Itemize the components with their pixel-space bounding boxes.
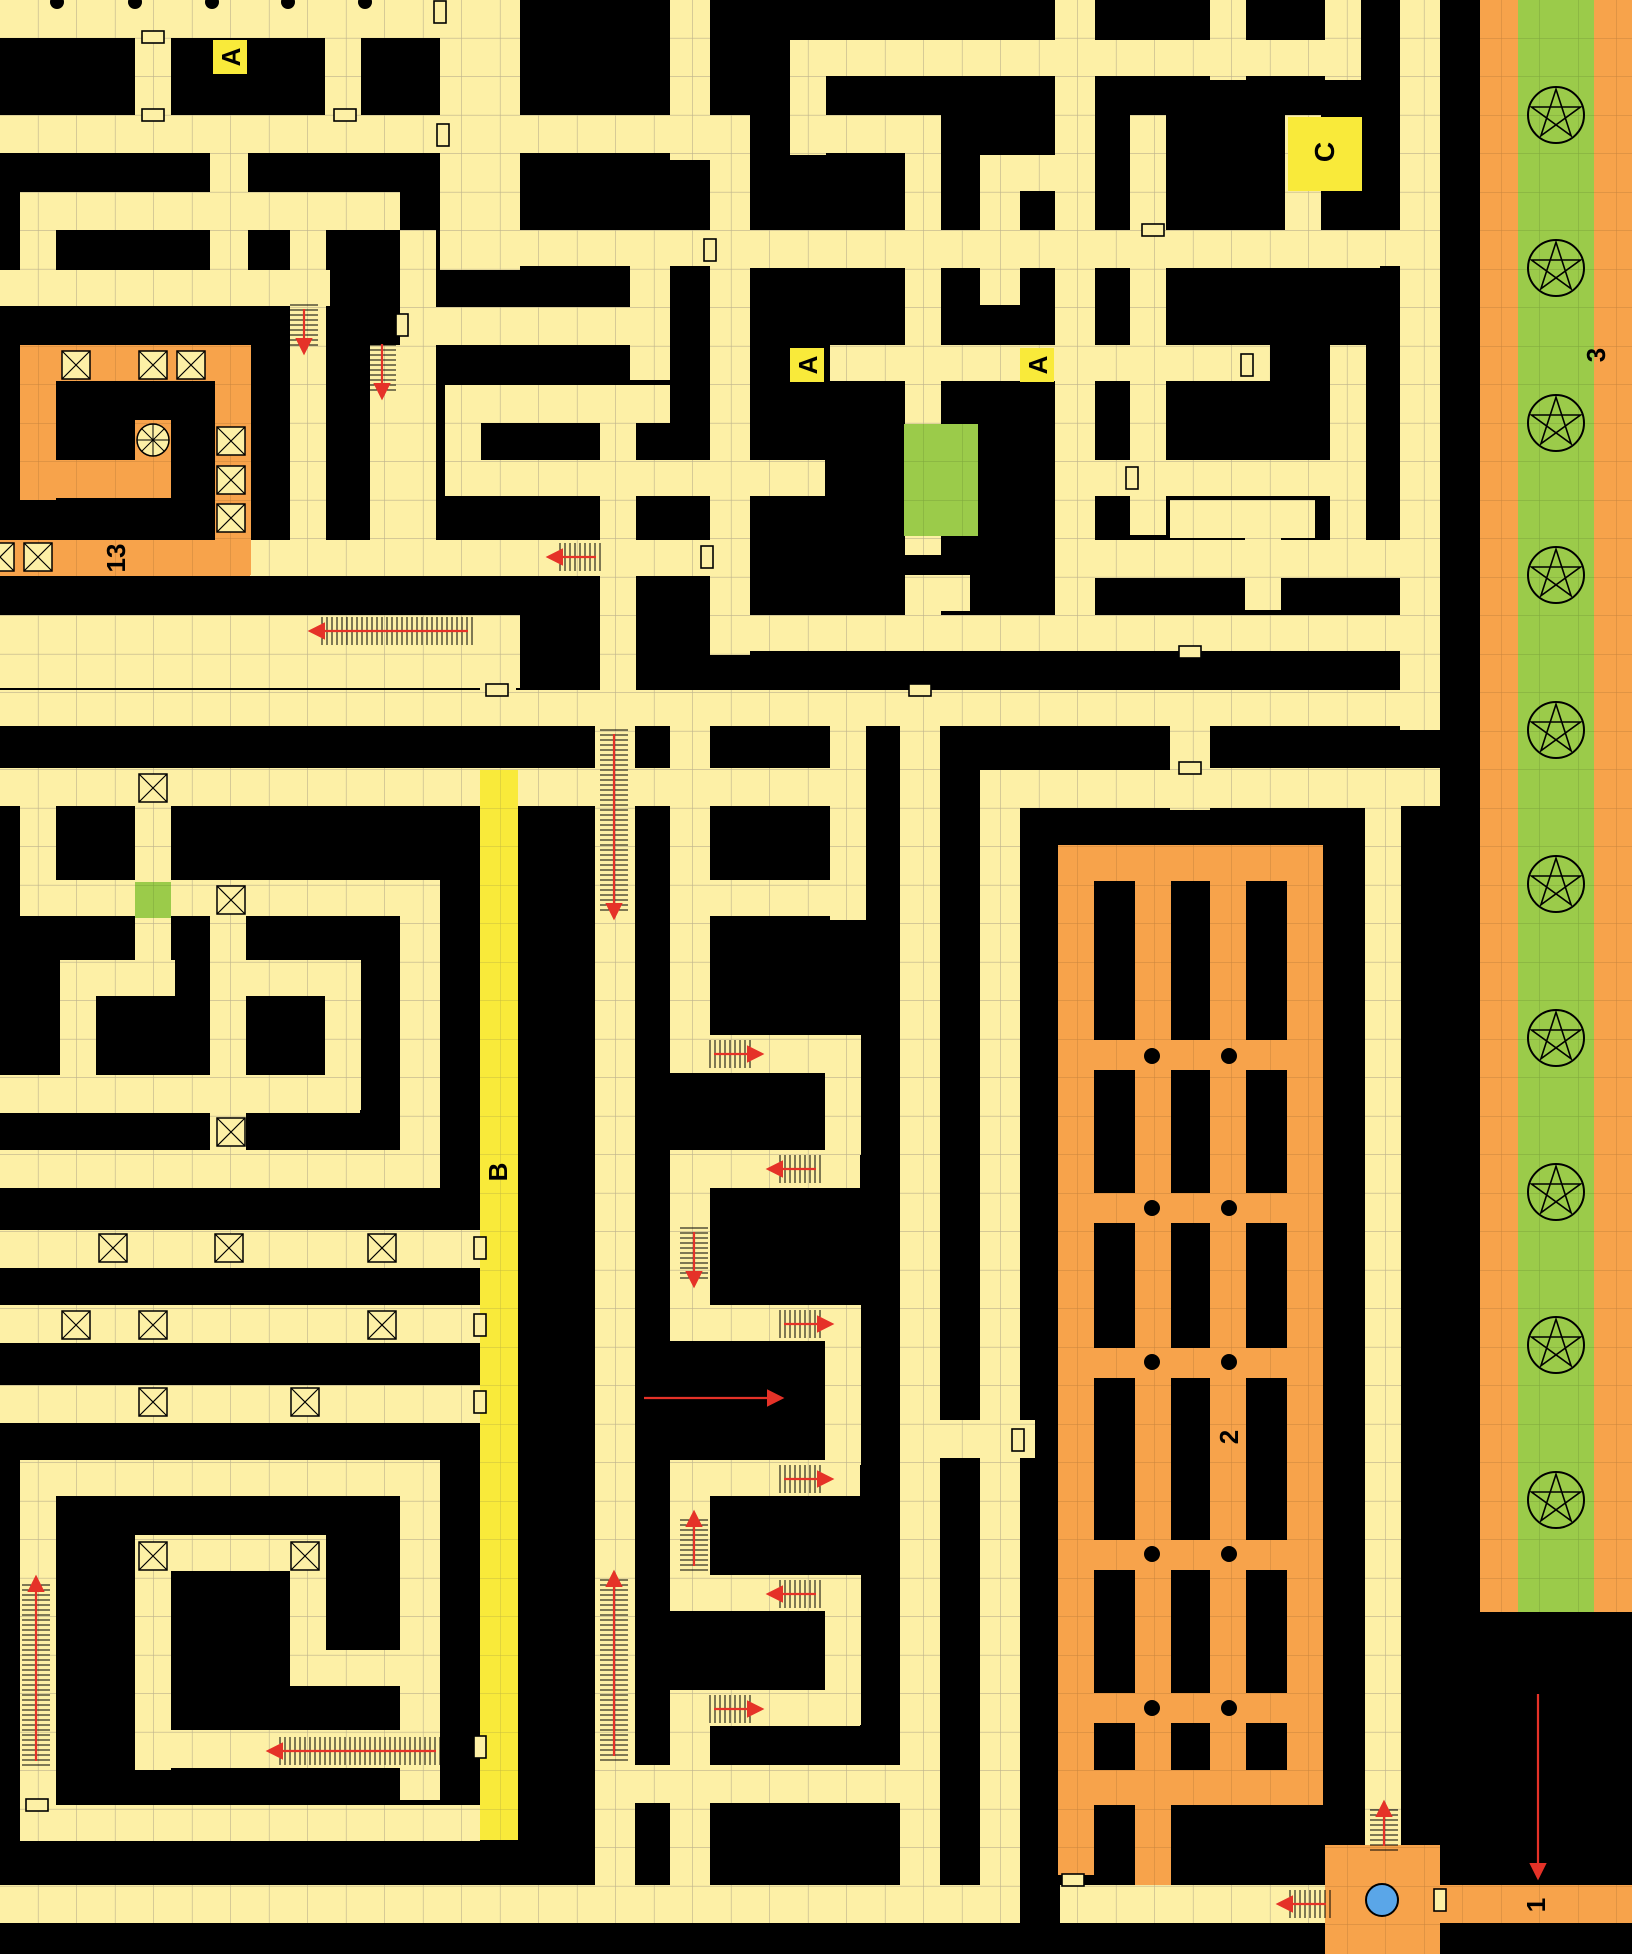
door-icon (486, 684, 508, 696)
marker-c: C (1288, 117, 1362, 191)
door-icon (909, 684, 931, 696)
crate-icon (99, 1234, 127, 1262)
door-icon (1062, 1874, 1084, 1886)
door-icon (396, 314, 408, 336)
door-icon (1142, 224, 1164, 236)
yellow-strip-b: B (480, 770, 518, 1840)
crate-icon (217, 886, 245, 914)
crate-icon (215, 1234, 243, 1262)
crate-icon (139, 1542, 167, 1570)
door-icon (1012, 1429, 1024, 1451)
crate-icon (291, 1542, 319, 1570)
marker-a-2: A (790, 348, 824, 382)
crate-icon (368, 1234, 396, 1262)
spiral-pit-icon (137, 424, 169, 456)
crate-icon (177, 351, 205, 379)
crate-icon (0, 543, 14, 571)
start-marker-icon (1366, 1884, 1398, 1916)
marker-a-3: A (1020, 348, 1054, 382)
crate-icon (62, 351, 90, 379)
room-2-label: 2 (1214, 1430, 1244, 1444)
crate-icon (217, 427, 245, 455)
crate-icon (139, 1388, 167, 1416)
room-13-label: 13 (101, 544, 131, 573)
door-icon (26, 1799, 48, 1811)
crate-icon (291, 1388, 319, 1416)
marker-c-label: C (1309, 142, 1340, 162)
door-icon (701, 546, 713, 568)
door-icon (1241, 354, 1253, 376)
crate-icon (368, 1311, 396, 1339)
crate-icon (24, 543, 52, 571)
door-icon (334, 109, 356, 121)
door-icon (474, 1391, 486, 1413)
door-icon (1179, 646, 1201, 658)
crate-icon (217, 466, 245, 494)
marker-a-2-label: A (793, 355, 823, 374)
door-icon (142, 109, 164, 121)
marker-b-label: B (483, 1163, 513, 1182)
room-2 (1058, 845, 1323, 1885)
door-icon (437, 124, 449, 146)
marker-a-3-label: A (1023, 355, 1053, 374)
door-icon (434, 1, 446, 23)
door-icon (474, 1736, 486, 1758)
room-13: 13 (0, 345, 251, 576)
door-icon (704, 239, 716, 261)
crate-icon (139, 774, 167, 802)
crate-icon (62, 1311, 90, 1339)
room-3-label: 3 (1581, 348, 1611, 362)
door-icon (474, 1314, 486, 1336)
door-icon (474, 1237, 486, 1259)
door-icon (142, 31, 164, 43)
room-1: 1 (1325, 1845, 1632, 1954)
door-icon (1434, 1889, 1446, 1911)
room-1-label: 1 (1521, 1898, 1551, 1912)
crate-icon (217, 504, 245, 532)
crate-icon (217, 1118, 245, 1146)
door-icon (1179, 762, 1201, 774)
marker-a-1-label: A (216, 47, 246, 66)
marker-a-1: A (213, 40, 247, 74)
crate-icon (139, 1311, 167, 1339)
crate-icon (139, 351, 167, 379)
door-icon (1126, 467, 1138, 489)
